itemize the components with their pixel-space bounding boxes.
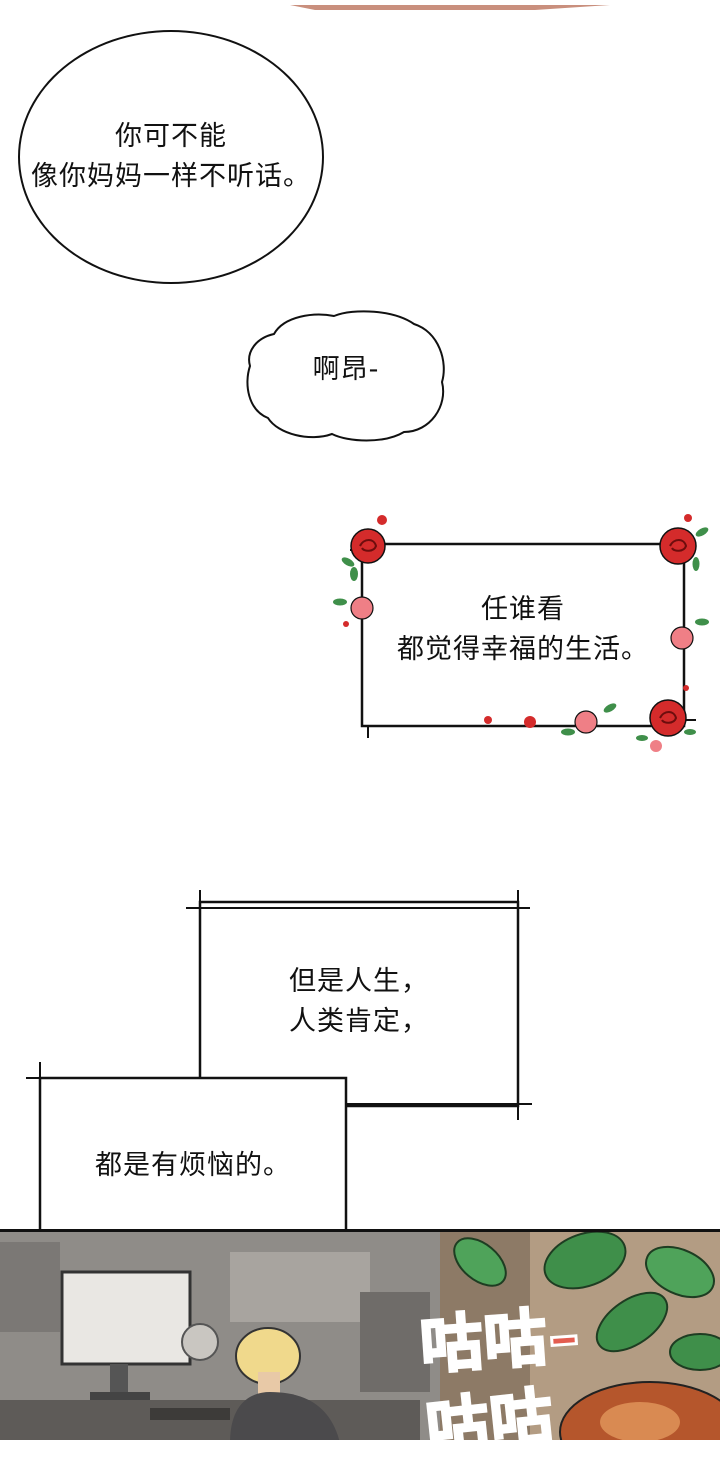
scene-illustration [0, 1232, 720, 1440]
sound-effect-text-2: 咕咕 [422, 1378, 560, 1467]
narration-box-1 [186, 890, 532, 1120]
thought-bubble [246, 310, 445, 442]
narration-1-text: 但是人生， 人类肯定， [289, 966, 429, 1037]
narration-2-text: 都是有烦恼的。 [95, 1150, 291, 1181]
comic-scene-panel [0, 1229, 720, 1440]
previous-panel-edge [0, 0, 720, 10]
speech-bubble: 你可不能 像你妈妈一样不听话。 [18, 30, 324, 284]
speech-bubble-text: 你可不能 像你妈妈一样不听话。 [31, 121, 311, 192]
rose-caption-text: 任谁看 都觉得幸福的生活。 [397, 594, 649, 665]
thought-bubble-text: 啊昂- [312, 354, 380, 385]
previous-panel-art [0, 5, 720, 10]
rose-decoration [333, 514, 709, 752]
rose-frame-caption-box [333, 514, 709, 752]
